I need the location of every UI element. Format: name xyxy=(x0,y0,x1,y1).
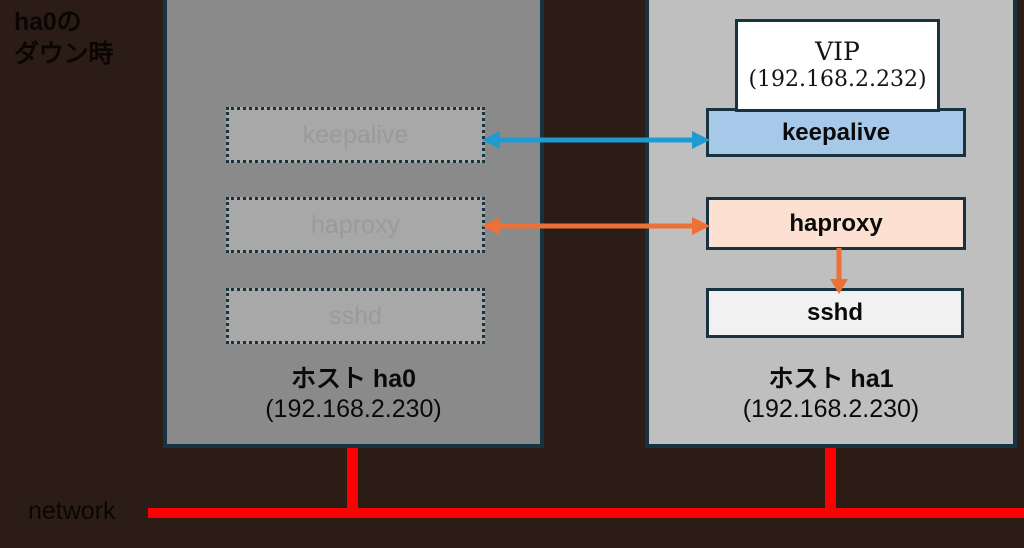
service-box-ha1-keepalive[interactable]: keepalive xyxy=(706,108,966,157)
network-drop-ha0 xyxy=(347,448,358,510)
service-label-ha1-sshd: sshd xyxy=(806,299,863,326)
service-box-ha1-haproxy[interactable]: haproxy xyxy=(706,197,966,250)
arrow-haproxy-sync xyxy=(482,217,710,235)
host-caption-ha1: ホスト ha1 (192.168.2.230) xyxy=(645,364,1017,425)
network-bus-line xyxy=(148,508,1024,518)
network-label: network xyxy=(28,497,116,525)
host-caption-ha0: ホスト ha0 (192.168.2.230) xyxy=(163,364,544,425)
host-panel-ha1: VIP (192.168.2.232) keepalive haproxy ss… xyxy=(645,0,1017,448)
host-address-ha1: (192.168.2.230) xyxy=(742,395,920,423)
vip-label: VIP xyxy=(815,36,860,66)
service-label-ha0-sshd: sshd xyxy=(329,301,382,330)
arrow-ha1-haproxy-to-sshd xyxy=(830,248,848,294)
service-label-ha0-haproxy: haproxy xyxy=(311,210,400,239)
host-panel-ha0: keepalive haproxy sshd xyxy=(163,0,544,448)
host-name-ha0: ホスト ha0 xyxy=(290,365,417,393)
service-box-ha0-haproxy[interactable]: haproxy xyxy=(226,197,485,253)
service-box-ha0-sshd[interactable]: sshd xyxy=(226,288,485,344)
host-address-ha0: (192.168.2.230) xyxy=(265,395,442,423)
vip-box-ha1: VIP (192.168.2.232) xyxy=(735,19,940,112)
host-name-ha1: ホスト ha1 xyxy=(768,365,894,393)
vip-address: (192.168.2.232) xyxy=(748,66,927,92)
diagram-title: ha0の ダウン時 xyxy=(14,6,164,70)
service-box-ha1-sshd[interactable]: sshd xyxy=(706,288,964,338)
network-drop-ha1 xyxy=(825,448,836,510)
service-label-ha0-keepalive: keepalive xyxy=(302,120,409,149)
service-label-ha1-keepalive: keepalive xyxy=(781,118,891,146)
diagram-title-line-1: ha0の xyxy=(14,8,82,36)
diagram-title-line-2: ダウン時 xyxy=(14,40,114,68)
service-label-ha1-haproxy: haproxy xyxy=(789,209,883,237)
service-box-ha0-keepalive[interactable]: keepalive xyxy=(226,107,485,163)
arrow-keepalive-sync xyxy=(482,131,710,149)
